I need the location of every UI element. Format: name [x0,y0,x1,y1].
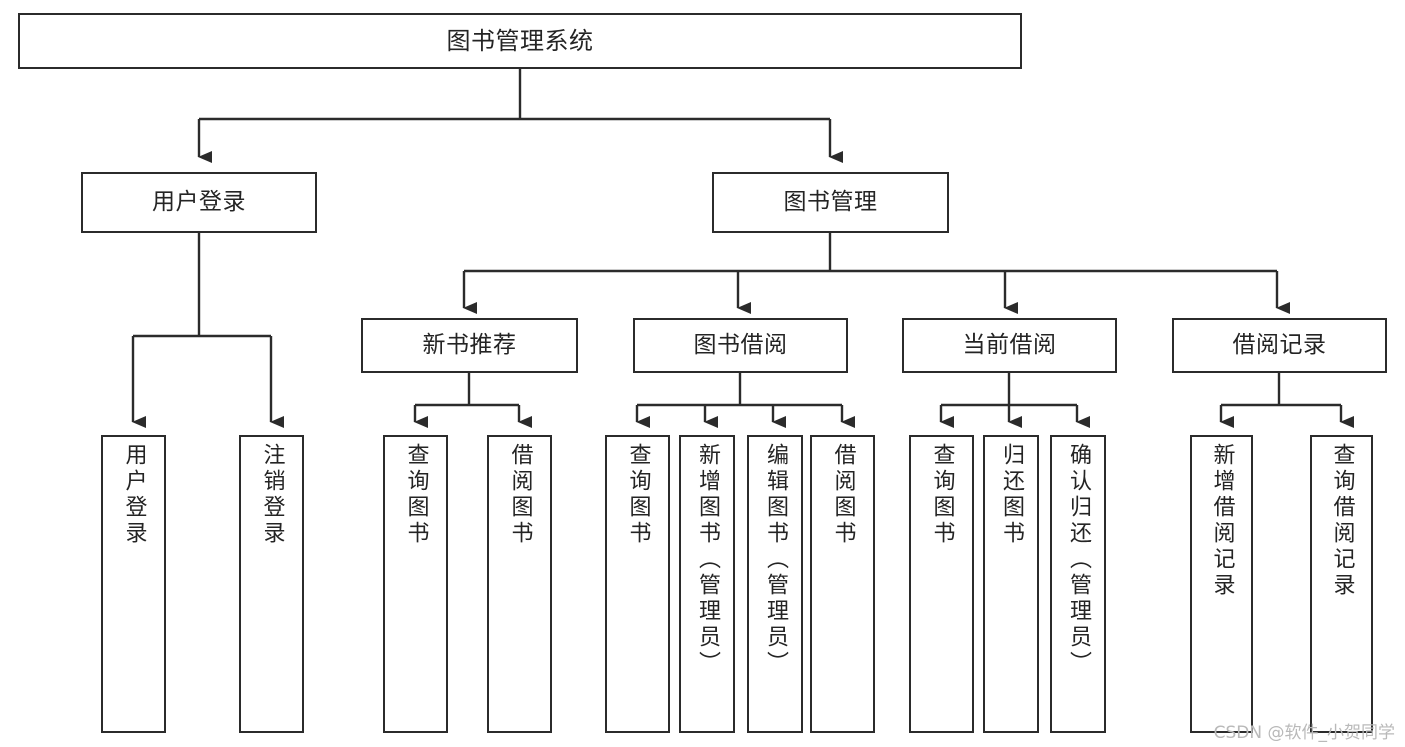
node-label: 当前借阅 [962,331,1057,358]
node-leaf-confirm-return[interactable]: 确认归还（管理员） [1050,435,1106,733]
node-leaf-add-borrow-record[interactable]: 新增借阅记录 [1190,435,1253,733]
node-label: 查询图书 [625,443,651,547]
node-label: 新增借阅记录 [1209,443,1235,599]
node-label: 用户登录 [152,188,246,215]
node-label: 借阅记录 [1232,331,1327,358]
node-leaf-return-book[interactable]: 归还图书 [983,435,1039,733]
node-label: 查询借阅记录 [1329,443,1355,599]
node-leaf-user-login[interactable]: 用户登录 [101,435,166,733]
node-label: 新书推荐 [422,331,517,358]
node-label: 用户登录 [121,443,147,547]
node-label: 图书借阅 [693,331,788,358]
node-book-borrow[interactable]: 图书借阅 [633,318,848,373]
node-new-book-recommend[interactable]: 新书推荐 [361,318,578,373]
node-label: 查询图书 [929,443,955,547]
node-leaf-query-book-current[interactable]: 查询图书 [909,435,974,733]
node-label: 归还图书 [999,443,1024,547]
node-label: 查询图书 [403,443,429,547]
node-leaf-add-book[interactable]: 新增图书（管理员） [679,435,735,733]
node-label: 借阅图书 [830,443,856,547]
node-borrow-record[interactable]: 借阅记录 [1172,318,1387,373]
node-leaf-borrow-book[interactable]: 借阅图书 [810,435,875,733]
node-leaf-query-book-borrow[interactable]: 查询图书 [605,435,670,733]
node-leaf-edit-book[interactable]: 编辑图书（管理员） [747,435,803,733]
node-leaf-query-borrow-record[interactable]: 查询借阅记录 [1310,435,1373,733]
node-leaf-borrow-book-recommend[interactable]: 借阅图书 [487,435,552,733]
node-book-management-system[interactable]: 图书管理系统 [18,13,1022,69]
node-label: 注销登录 [259,443,285,547]
node-label: 编辑图书（管理员） [763,443,788,677]
node-book-manage[interactable]: 图书管理 [712,172,949,233]
node-label: 确认归还（管理员） [1066,443,1091,677]
node-label: 借阅图书 [507,443,533,547]
node-label: 图书管理系统 [446,26,594,55]
node-user-login[interactable]: 用户登录 [81,172,317,233]
node-label: 新增图书（管理员） [695,443,720,677]
node-leaf-logout-login[interactable]: 注销登录 [239,435,304,733]
node-label: 图书管理 [783,188,878,215]
csdn-watermark: CSDN @软件_小贺同学 [1213,723,1395,743]
node-current-borrow[interactable]: 当前借阅 [902,318,1117,373]
node-leaf-query-book-recommend[interactable]: 查询图书 [383,435,448,733]
